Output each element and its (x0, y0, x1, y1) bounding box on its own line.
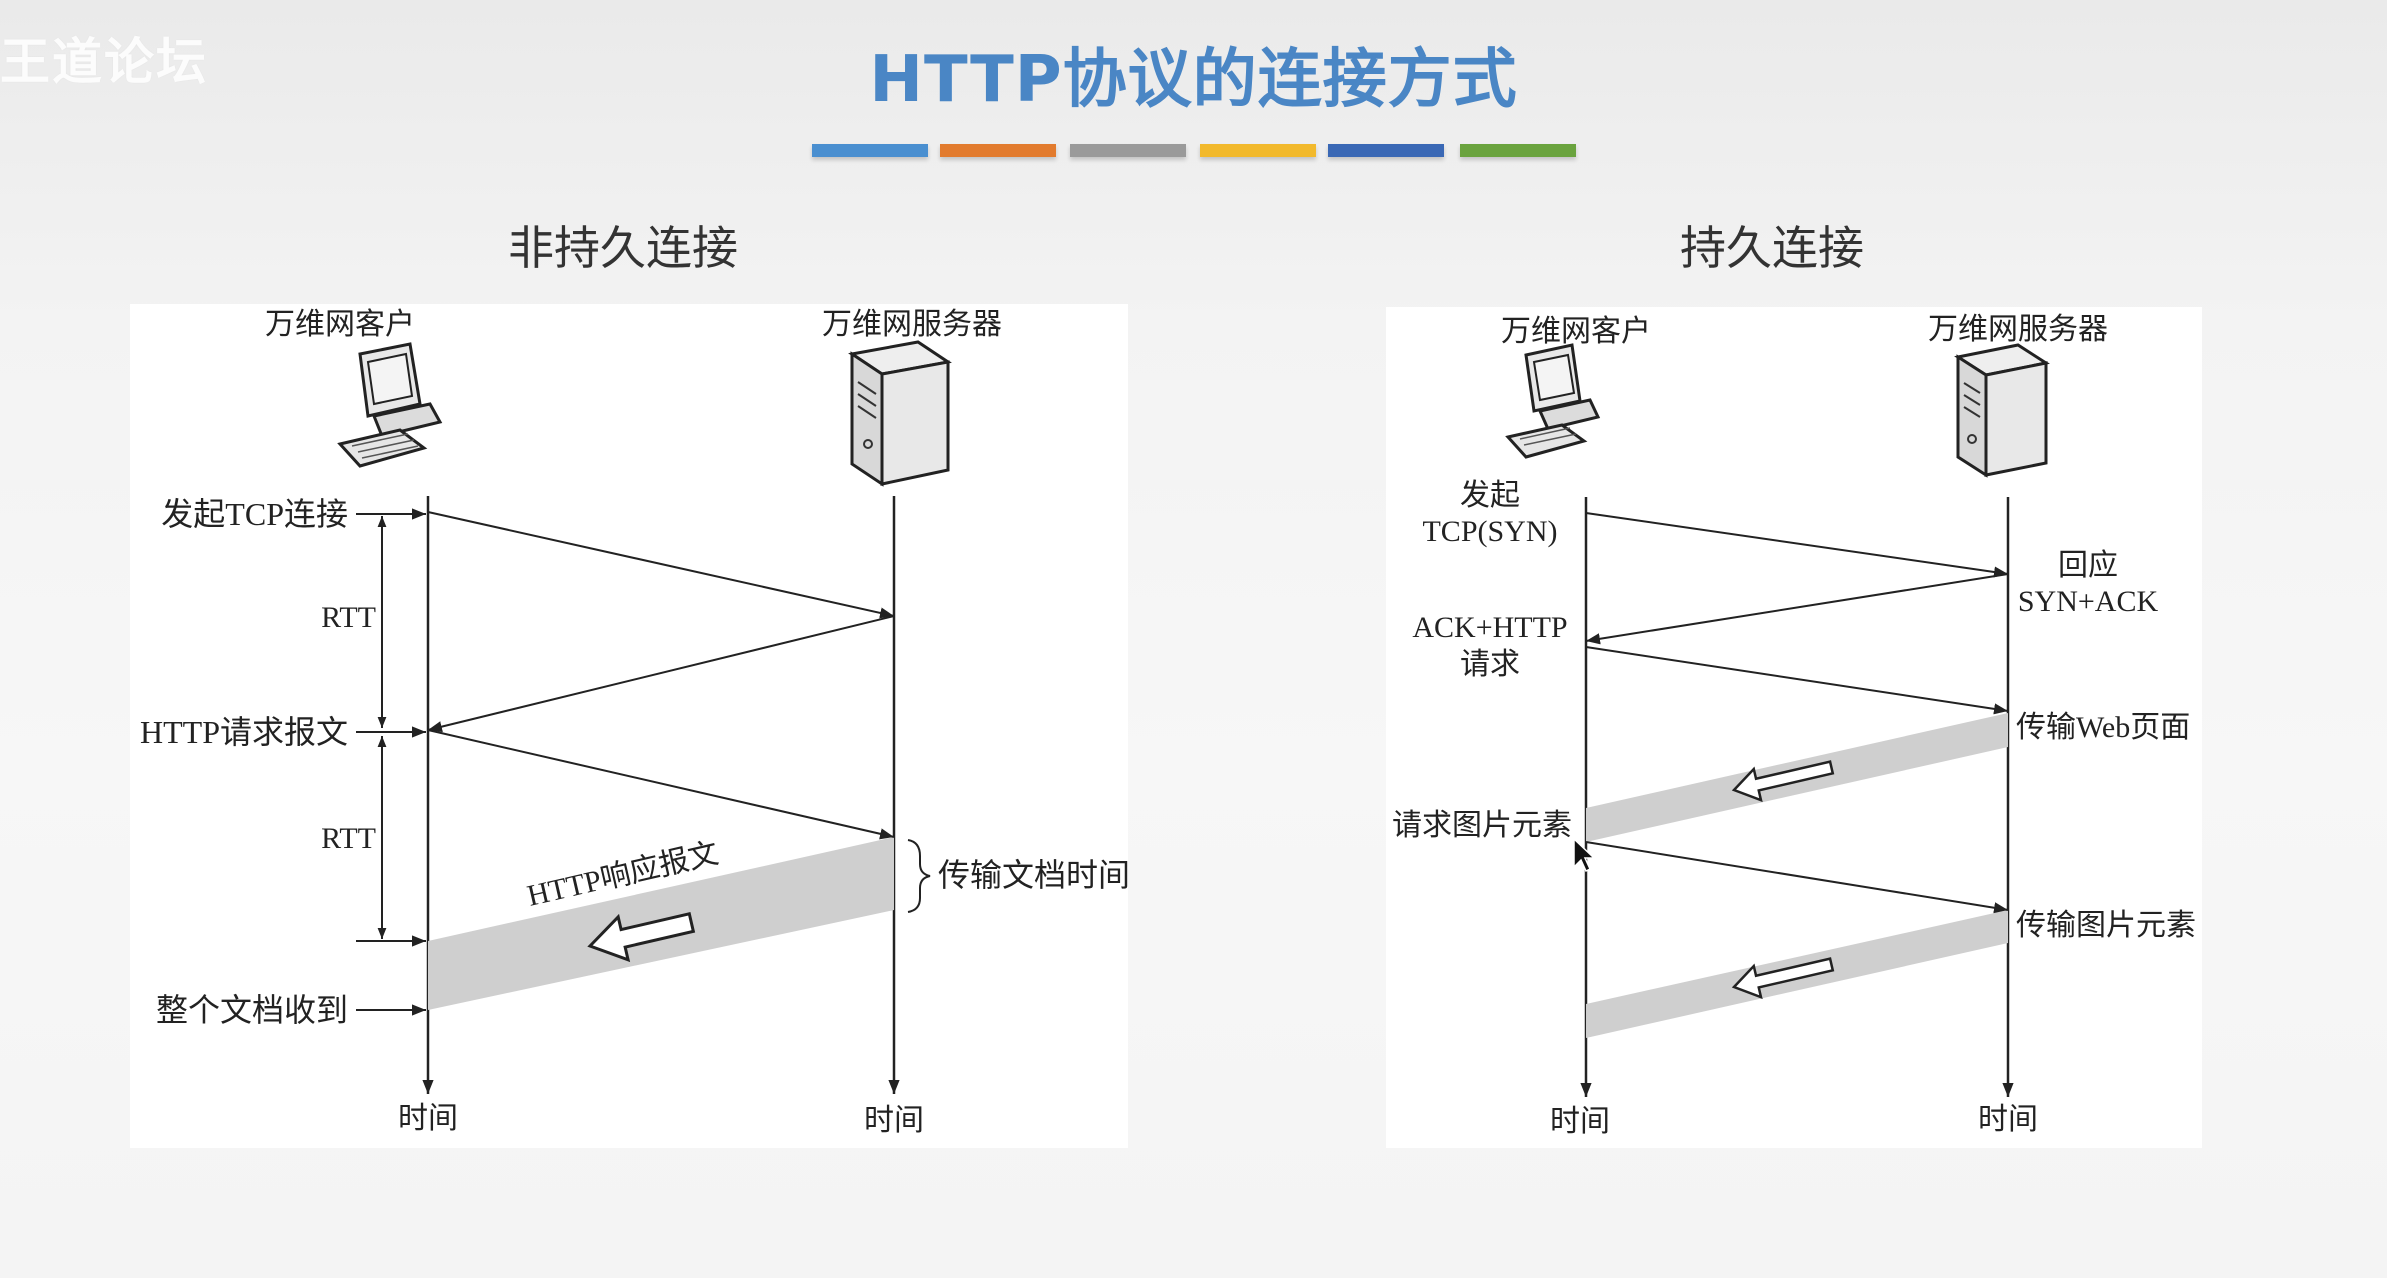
sequence-diagram-non-persistent: 万维网客户 万维网服务器 发起TCP连接 RTT HTTP请求报文 RTT HT… (140, 308, 1130, 1137)
color-bar-yellow (1200, 144, 1316, 157)
server-tower-icon (848, 340, 952, 487)
syn-label-line1: 发起 (1460, 479, 1520, 512)
mouse-cursor-icon (1573, 837, 1596, 873)
syn-label-line2: TCP(SYN) (1422, 515, 1557, 548)
web-page-direction-arrow (1731, 760, 1835, 803)
diagram-persistent: 万维网客户 万维网服务器 发起 TCP(SYN) 回应 SYN+ACK ACK+… (1386, 307, 2202, 1148)
color-bar-orange (940, 144, 1056, 157)
http-request-arrow (427, 729, 895, 840)
response-direction-arrow (587, 912, 696, 963)
image-request-label: 请求图片元素 (1392, 809, 1572, 842)
tcp-synack-arrow (427, 615, 895, 733)
client-computer-icon (1505, 343, 1601, 459)
rtt1-label: RTT (321, 601, 376, 634)
server-label: 万维网服务器 (822, 308, 1002, 341)
rtt2-label: RTT (321, 822, 376, 855)
syn-arrow (1585, 512, 2009, 578)
client-time-label: 时间 (1550, 1105, 1610, 1138)
client-label: 万维网客户 (265, 308, 415, 341)
server-time-label: 时间 (864, 1104, 924, 1137)
server-time-label: 时间 (1978, 1103, 2038, 1136)
slide-title: HTTP协议的连接方式 (869, 43, 1518, 117)
http-request-label: HTTP请求报文 (140, 714, 348, 750)
synack-arrow (1585, 573, 2009, 645)
transfer-time-brace (907, 839, 931, 913)
client-label: 万维网客户 (1501, 315, 1651, 348)
color-bar-blue (812, 144, 928, 157)
doc-received-label: 整个文档收到 (156, 992, 348, 1028)
synack-label-line2: SYN+ACK (2018, 585, 2159, 618)
sequence-diagram-persistent: 万维网客户 万维网服务器 发起 TCP(SYN) 回应 SYN+ACK ACK+… (1392, 313, 2196, 1138)
tcp-syn-arrow (427, 511, 895, 619)
watermark-logo: 王道论坛 (0, 33, 208, 91)
color-bar-darkblue (1328, 144, 1444, 157)
ack-http-label-line1: ACK+HTTP (1412, 611, 1567, 644)
image-request-arrow (1585, 841, 2009, 914)
diagram-non-persistent: 万维网客户 万维网服务器 发起TCP连接 RTT HTTP请求报文 RTT HT… (130, 304, 1130, 1148)
synack-label-line1: 回应 (2058, 549, 2118, 582)
heading-persistent: 持久连接 (1680, 221, 1864, 275)
web-page-transfer-label: 传输Web页面 (2016, 711, 2190, 744)
ack-http-request-arrow (1585, 646, 2009, 715)
client-time-label: 时间 (398, 1102, 458, 1135)
ack-http-label-line2: 请求 (1460, 648, 1520, 681)
color-bar-gray (1070, 144, 1186, 157)
heading-non-persistent: 非持久连接 (508, 221, 738, 275)
color-bar-green (1460, 144, 1576, 157)
server-label: 万维网服务器 (1928, 313, 2108, 346)
image-transfer-label: 传输图片元素 (2016, 909, 2196, 942)
server-tower-icon (1954, 343, 2050, 478)
image-direction-arrow (1731, 957, 1835, 1000)
tcp-connect-label: 发起TCP连接 (161, 496, 348, 532)
client-computer-icon (337, 342, 443, 468)
transfer-time-label: 传输文档时间 (938, 857, 1128, 893)
